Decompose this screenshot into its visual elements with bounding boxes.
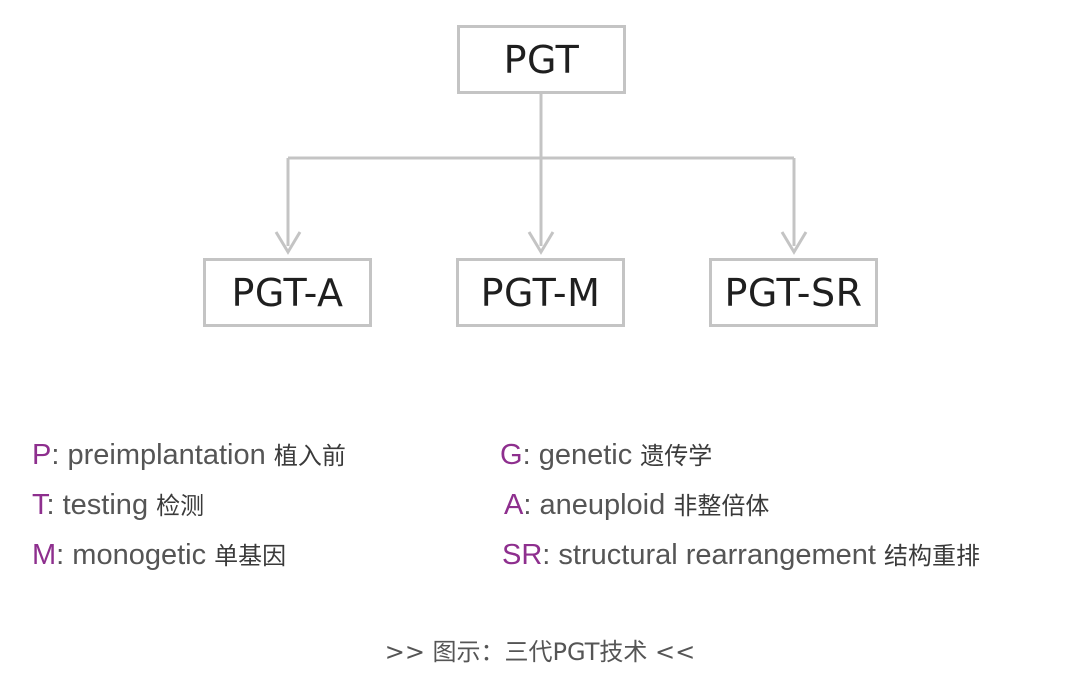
legend-separator: : — [523, 489, 540, 521]
pgt-diagram: PGT PGT-A PGT-M PGT-SR — [203, 25, 878, 327]
legend-item-t: T: testing 检测 — [32, 488, 204, 523]
legend-term: testing — [62, 489, 149, 521]
arrowhead-left — [274, 231, 302, 255]
node-pgt-sr: PGT-SR — [709, 258, 878, 327]
legend-chinese: 单基因 — [214, 542, 287, 570]
node-pgt-a: PGT-A — [203, 258, 372, 327]
figure-caption: >> 图示：三代PGT技术 << — [384, 638, 696, 666]
legend-item-p: P: preimplantation 植入前 — [32, 438, 346, 473]
legend-separator: : — [522, 439, 539, 471]
legend-chinese: 遗传学 — [640, 442, 713, 470]
connector-lines — [274, 94, 808, 255]
legend-separator: : — [51, 439, 68, 471]
legend-item-g: G: genetic 遗传学 — [500, 438, 712, 473]
legend-chinese: 植入前 — [273, 442, 346, 470]
legend-term: structural rearrangement — [558, 539, 876, 571]
legend-abbr: A — [504, 489, 524, 521]
legend-abbr: G — [500, 439, 523, 471]
legend-item-m: M: monogetic 单基因 — [32, 538, 286, 573]
node-pgt-m: PGT-M — [456, 258, 625, 327]
arrowhead-right — [780, 231, 808, 255]
legend-abbr: P — [32, 439, 52, 471]
node-pgt: PGT — [457, 25, 626, 94]
legend-term: preimplantation — [67, 439, 266, 471]
legend-term: monogetic — [72, 539, 207, 571]
legend-term: aneuploid — [539, 489, 666, 521]
legend-abbr: M — [32, 539, 57, 571]
legend-item-a: A: aneuploid 非整倍体 — [504, 488, 769, 523]
legend-chinese: 检测 — [156, 492, 205, 520]
legend-chinese: 非整倍体 — [673, 492, 770, 520]
arrowhead-middle — [527, 231, 555, 255]
legend-abbr: T — [32, 489, 47, 521]
legend-separator: : — [56, 539, 73, 571]
legend-chinese: 结构重排 — [884, 542, 981, 570]
legend-abbr: SR — [502, 539, 543, 571]
legend-separator: : — [542, 539, 559, 571]
legend-item-sr: SR: structural rearrangement 结构重排 — [502, 538, 980, 573]
legend-separator: : — [46, 489, 63, 521]
legend-term: genetic — [538, 439, 633, 471]
